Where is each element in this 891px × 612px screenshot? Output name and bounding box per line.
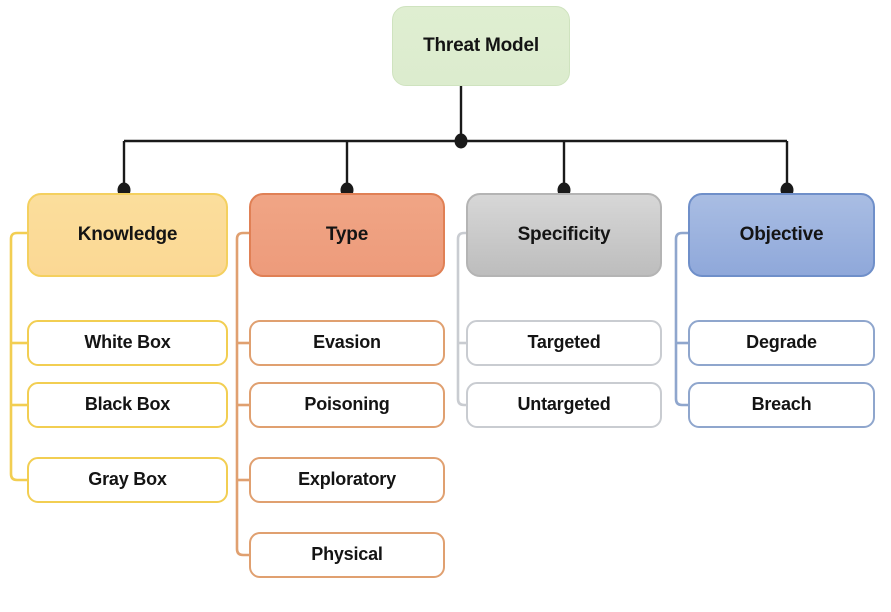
node-physical[interactable]: Physical [249,532,445,578]
branch-wires-objective [674,231,688,407]
trunk-junction-dots [117,133,794,198]
node-type-header[interactable]: Type [249,193,445,277]
branch-wires-type [235,231,249,557]
node-specificity-header[interactable]: Specificity [466,193,662,277]
node-label: Exploratory [298,469,396,490]
branch-wires-knowledge [9,231,27,482]
node-untargeted[interactable]: Untargeted [466,382,662,428]
node-label: Poisoning [304,394,390,415]
node-evasion[interactable]: Evasion [249,320,445,366]
node-label: White Box [84,332,171,353]
node-breach[interactable]: Breach [688,382,875,428]
node-exploratory[interactable]: Exploratory [249,457,445,503]
node-label: Evasion [313,332,381,353]
node-degrade[interactable]: Degrade [688,320,875,366]
bus-objective [674,231,688,407]
node-label: Physical [311,544,383,565]
node-label: Objective [739,223,824,245]
node-gray-box[interactable]: Gray Box [27,457,228,503]
node-label: Untargeted [517,394,611,415]
bus-knowledge [9,231,27,482]
node-label: Knowledge [77,223,178,245]
bus-specificity [456,231,466,407]
node-targeted[interactable]: Targeted [466,320,662,366]
node-label: Breach [751,394,812,415]
node-white-box[interactable]: White Box [27,320,228,366]
node-label: Threat Model [423,34,539,56]
node-label: Gray Box [88,469,167,490]
trunk-connectors [122,86,789,191]
node-objective-header[interactable]: Objective [688,193,875,277]
node-label: Degrade [746,332,817,353]
node-label: Specificity [517,223,611,245]
branch-wires-specificity [456,231,466,407]
bus-type [235,231,249,557]
node-black-box[interactable]: Black Box [27,382,228,428]
node-label: Black Box [84,394,171,415]
node-label: Targeted [527,332,601,353]
node-threat-model[interactable]: Threat Model [392,6,570,86]
node-label: Type [325,223,369,245]
node-poisoning[interactable]: Poisoning [249,382,445,428]
node-knowledge-header[interactable]: Knowledge [27,193,228,277]
dot-bus-center [454,133,468,149]
